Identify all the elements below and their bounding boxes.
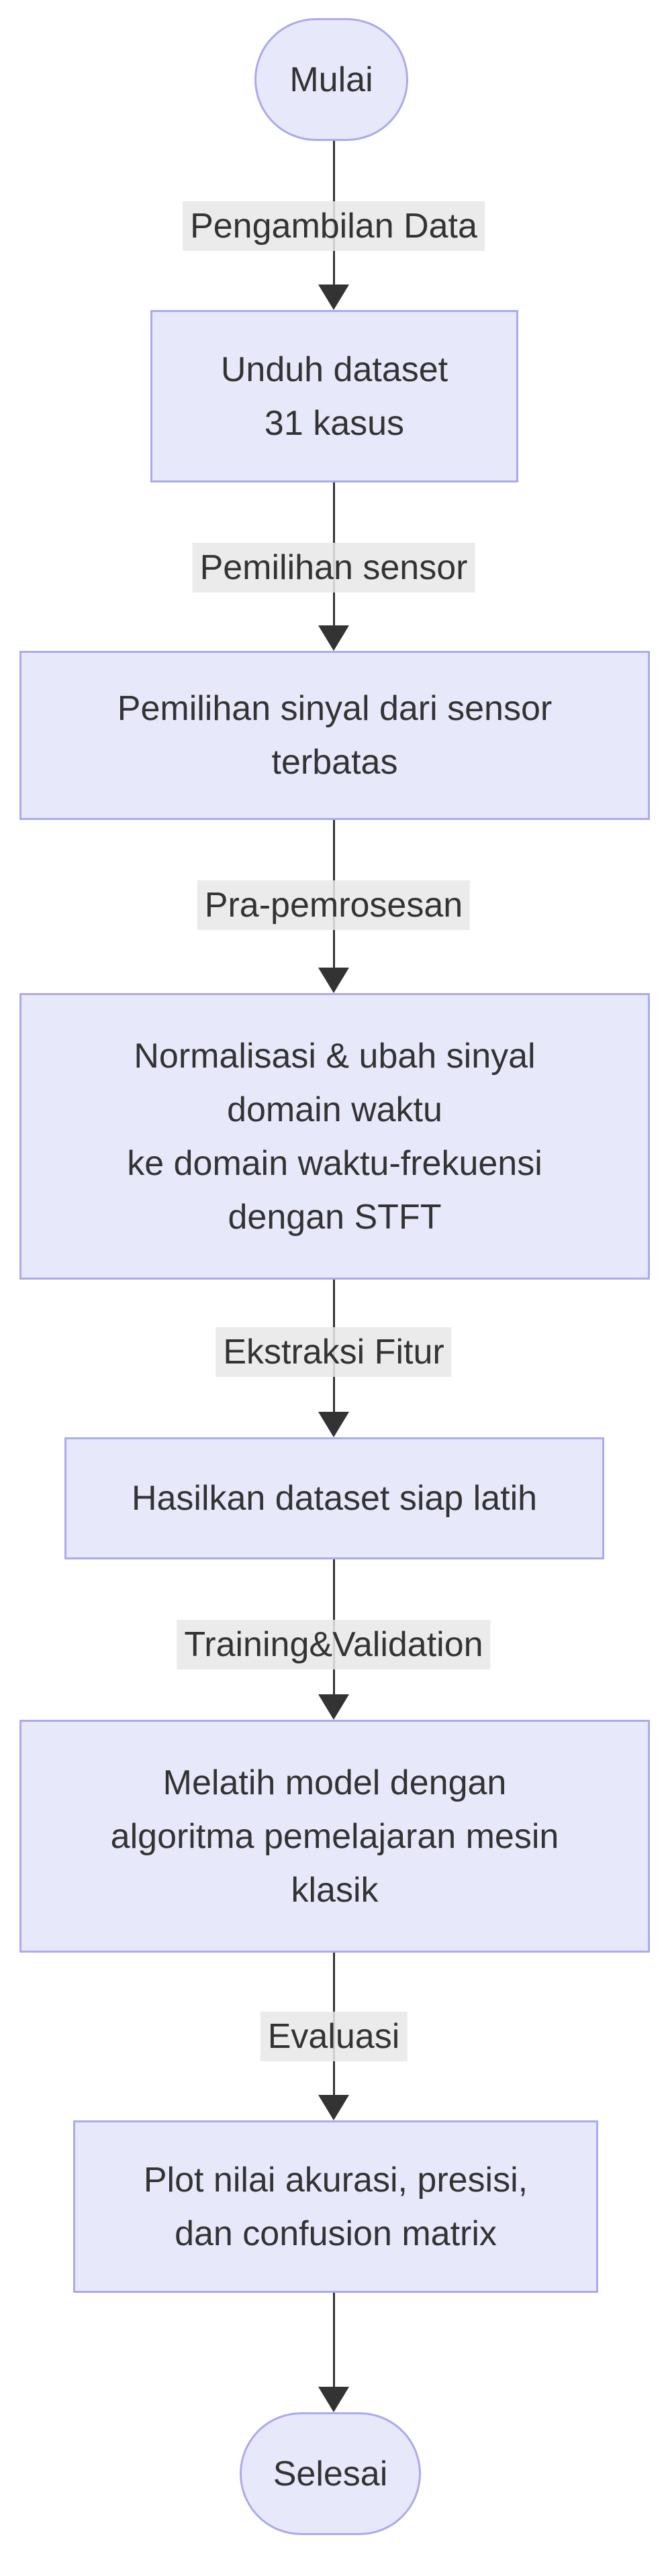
node-text-line: Selesai <box>273 2454 388 2493</box>
node-text-line: Mulai <box>289 60 373 99</box>
node-text-line: dan confusion matrix <box>175 2214 497 2253</box>
node-text-line: Pemilihan sinyal dari sensor <box>117 689 553 728</box>
arrowhead-down-icon <box>318 2095 349 2120</box>
arrowhead-down-icon <box>318 285 349 310</box>
node-text-line: Unduh dataset <box>220 350 448 389</box>
node-text-line: domain waktu <box>227 1090 442 1129</box>
edge-label-training-validation: Training&Validation <box>177 1620 491 1669</box>
node-dataset-siap-latih: Hasilkan dataset siap latih <box>64 1437 604 1559</box>
node-text-line: terbatas <box>271 743 398 782</box>
node-text-line: Hasilkan dataset siap latih <box>131 1479 538 1518</box>
edge-label-pemilihan-sensor: Pemilihan sensor <box>192 543 475 593</box>
edge-label-pra-pemrosesan: Pra-pemrosesan <box>197 880 471 930</box>
node-melatih-model: Melatih model dengan algoritma pemelajar… <box>19 1720 650 1953</box>
node-text-line: ke domain waktu-frekuensi <box>127 1143 542 1183</box>
node-text-line: Melatih model dengan <box>162 1763 507 1802</box>
node-pemilihan-sinyal: Pemilihan sinyal dari sensor terbatas <box>19 651 650 820</box>
node-text-line: dengan STFT <box>228 1197 442 1237</box>
arrowhead-down-icon <box>318 625 349 651</box>
node-end-selesai: Selesai <box>240 2412 421 2535</box>
edge-label-ekstraksi-fitur: Ekstraksi Fitur <box>216 1327 452 1377</box>
arrowhead-down-icon <box>318 968 349 993</box>
node-text-line: 31 kasus <box>264 403 405 443</box>
node-start-mulai: Mulai <box>254 18 408 141</box>
node-text-line: algoritma pemelajaran mesin <box>110 1816 559 1856</box>
edge-label-evaluasi: Evaluasi <box>260 2012 408 2061</box>
node-text-line: Normalisasi & ubah sinyal <box>134 1036 536 1076</box>
arrowhead-down-icon <box>318 1412 349 1437</box>
node-unduh-dataset: Unduh dataset 31 kasus <box>150 310 518 482</box>
arrowhead-down-icon <box>318 1694 349 1720</box>
node-normalisasi-stft: Normalisasi & ubah sinyal domain waktu k… <box>19 993 650 1280</box>
edge-label-pengambilan-data: Pengambilan Data <box>183 201 485 251</box>
node-text-line: Plot nilai akurasi, presisi, <box>143 2160 528 2200</box>
edge-line-plot-to-end <box>333 2293 335 2393</box>
node-plot-evaluasi: Plot nilai akurasi, presisi, dan confusi… <box>73 2120 598 2293</box>
node-text-line: klasik <box>291 1870 379 1910</box>
arrowhead-down-icon <box>318 2387 349 2412</box>
